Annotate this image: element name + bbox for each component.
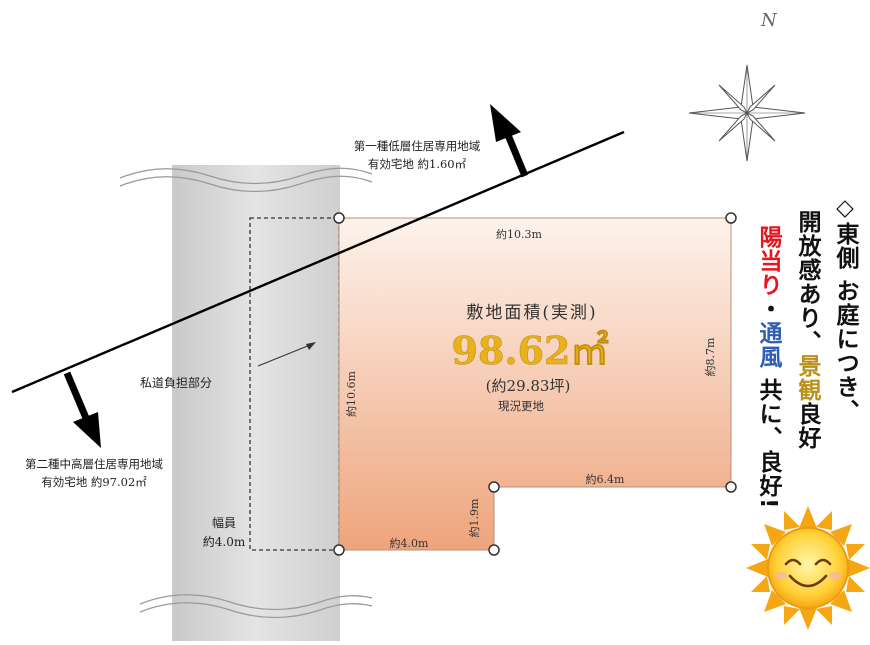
private-road-pointer [257, 342, 316, 367]
corner-marker [725, 212, 737, 224]
corner-marker [333, 212, 345, 224]
compass-icon [688, 64, 806, 162]
callout-highlight-ventilation: 通風 [755, 321, 781, 369]
lot-condition: 現況更地 [498, 399, 544, 413]
dim-bottom: 約4.0m [390, 536, 429, 550]
road-width-label: 幅員 [212, 515, 236, 530]
dim-left: 約10.6m [344, 370, 358, 416]
dim-notch-right: 約6.4m [586, 472, 625, 486]
lower-zone-arrow [63, 371, 101, 448]
north-label: N [760, 10, 778, 31]
callout-text: ◇東側 お庭につき、 [832, 195, 858, 424]
road-break-bottom [139, 594, 373, 619]
upper-zone-area: 有効宅地 約1.60㎡ [368, 157, 467, 171]
lower-zone-name: 第二種中高層住居専用地域 [25, 457, 163, 471]
private-road-label: 私道負担部分 [140, 375, 212, 390]
dim-notch-vertical: 約1.9m [467, 498, 481, 537]
corner-markers [333, 212, 737, 556]
dim-top: 約10.3m [496, 227, 542, 241]
corner-marker [725, 481, 737, 493]
area-value: 98.62㎡ [452, 328, 609, 373]
callout-text: ・ [755, 297, 781, 321]
area-tsubo: (約29.83坪) [486, 377, 571, 395]
callout-highlight-scenery: 景観 [794, 354, 820, 402]
callout-text: 良好 [794, 402, 820, 450]
corner-marker [488, 544, 500, 556]
dim-right: 約8.7m [703, 337, 717, 376]
callout-text: 開放感あり、 [794, 210, 820, 354]
corner-marker [488, 481, 500, 493]
upper-zone-name: 第一種低層住居専用地域 [354, 139, 481, 153]
lower-zone-area: 有効宅地 約97.02㎡ [41, 475, 147, 489]
callout-line-1: ◇東側 お庭につき、 [832, 195, 858, 424]
corner-marker [333, 544, 345, 556]
road-strip [172, 165, 340, 641]
upper-zone-arrow [490, 104, 529, 178]
road-width-value: 約4.0m [203, 534, 246, 549]
sun-mascot-icon [746, 506, 870, 630]
callout-highlight-sunlight: 陽当り [755, 225, 781, 297]
callout-text: 共に、良好! [755, 369, 781, 510]
callout-line-2: 開放感あり、景観良好 [794, 210, 820, 450]
callout-line-3: 陽当り・通風 共に、良好! [755, 225, 781, 510]
area-label: 敷地面積(実測) [466, 303, 597, 323]
road-break-top [119, 167, 373, 193]
